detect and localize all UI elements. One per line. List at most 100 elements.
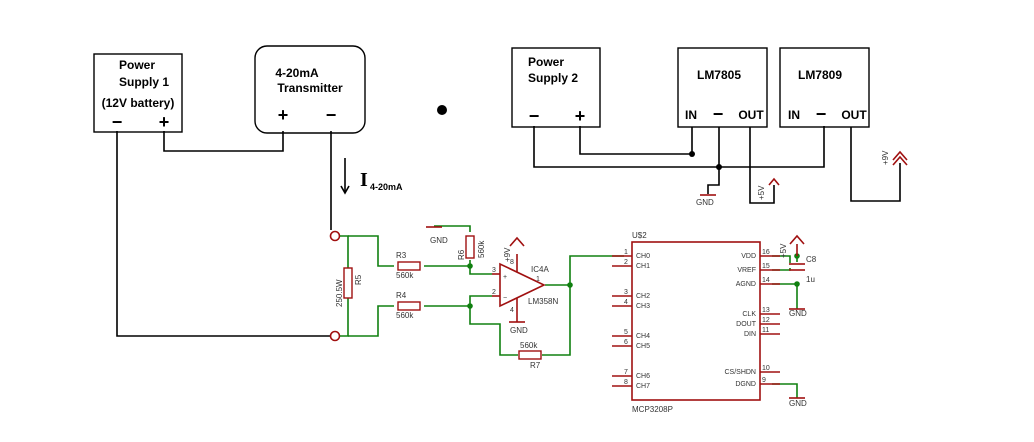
gnd-symbol-7805: GND — [696, 194, 716, 207]
adc-pin-num: 12 — [762, 317, 770, 324]
adc-pin-num: 8 — [624, 379, 628, 386]
adc-pin-name: CH1 — [636, 263, 650, 270]
transmitter-plus-sign: + — [278, 105, 289, 125]
adc-pin-num: 15 — [762, 263, 770, 270]
power-supply-1-block: Power Supply 1 (12V battery) − + — [93, 53, 183, 133]
gnd-label-agnd: GND — [789, 309, 807, 318]
ps1-label-line3: (12V battery) — [102, 96, 175, 110]
opamp-minus-sign: − — [503, 295, 507, 302]
capacitor-c8: C8 1u — [789, 255, 817, 284]
plus5v-symbol-adc: +5V — [779, 234, 805, 258]
adc-pin-name: CH5 — [636, 343, 650, 350]
adc-ref: U$2 — [632, 231, 647, 240]
lm7809-gnd-mark: − — [816, 104, 827, 124]
current-range: 4-20mA — [370, 182, 403, 192]
r3-name: R3 — [396, 251, 407, 260]
opamp-pin-plus: 3 — [492, 267, 496, 274]
opamp-ic4a: + − 3 2 1 8 4 IC4A LM358N — [492, 254, 558, 322]
ps1-plus-sign: + — [159, 112, 170, 132]
adc-pin-num: 16 — [762, 249, 770, 256]
adc-pin-num: 14 — [762, 277, 770, 284]
adc-pin-num: 1 — [624, 249, 628, 256]
adc-pin-num: 6 — [624, 339, 628, 346]
lm7805-label: LM7805 — [697, 68, 741, 82]
green-wires — [348, 225, 800, 398]
adc-part: MCP3208P — [632, 405, 673, 414]
ps1-label-line1: Power — [119, 58, 155, 72]
opamp-plus-sign: + — [503, 274, 507, 281]
lm7809-label: LM7809 — [798, 68, 842, 82]
transmitter-label-line1: 4-20mA — [275, 66, 319, 80]
ps1-minus-sign: − — [112, 112, 123, 132]
adc-pin-name: CH0 — [636, 253, 650, 260]
c8-value: 1u — [806, 275, 815, 284]
r6-value: 560k — [477, 240, 486, 258]
gnd-label-r6: GND — [430, 236, 448, 245]
resistor-r7: 560k R7 — [518, 341, 542, 370]
gnd-label-dgnd: GND — [789, 399, 807, 408]
current-indicator: I 4-20mA — [340, 158, 403, 195]
terminal-bottom — [329, 330, 341, 342]
ps2-label-line2: Supply 2 — [528, 71, 578, 85]
r7-value: 560k — [520, 341, 538, 350]
lm7805-block: LM7805 IN − OUT — [677, 47, 768, 128]
lm7805-out-label: OUT — [738, 108, 764, 122]
adc-pin-name: DGND — [735, 381, 756, 388]
ps2-label-line1: Power — [528, 55, 564, 69]
ps2-plus-sign: + — [575, 106, 586, 126]
ps1-label-line2: Supply 1 — [119, 75, 169, 89]
opamp-pin-minus: 2 — [492, 289, 496, 296]
plus9v-label-7809: +9V — [881, 150, 890, 165]
r3-value: 560k — [396, 271, 414, 280]
transmitter-block: 4-20mA Transmitter + − — [254, 45, 366, 134]
gnd-label-7805: GND — [696, 198, 714, 207]
r6-name: R6 — [457, 249, 466, 260]
resistor-r5: 250.5W R5 — [335, 235, 363, 337]
terminal-top — [329, 230, 341, 242]
plus5v-symbol-7805: +5V — [757, 177, 780, 200]
adc-mcp3208: U$2 MCP3208P 1CH02CH13CH24CH35CH46CH57CH… — [612, 231, 780, 414]
opamp-pin-gnd: 4 — [510, 307, 514, 314]
opamp-part: LM358N — [528, 297, 558, 306]
lm7809-block: LM7809 IN − OUT — [779, 47, 870, 128]
gnd-label-opamp: GND — [510, 326, 528, 335]
adc-pin-num: 7 — [624, 369, 628, 376]
stray-dot — [437, 105, 447, 115]
r5-name: R5 — [354, 274, 363, 285]
adc-pin-num: 9 — [762, 377, 766, 384]
r7-name: R7 — [530, 361, 541, 370]
adc-pin-num: 11 — [762, 327, 769, 334]
r5-value: 250.5W — [335, 279, 344, 307]
adc-right-pins: 16VDD15VREF14AGND13CLK12DOUT11DIN10CS/SH… — [724, 249, 780, 388]
resistor-r3: R3 560k — [396, 251, 421, 280]
adc-pin-num: 10 — [762, 365, 770, 372]
adc-pin-name: VREF — [737, 267, 756, 274]
adc-pin-name: CH2 — [636, 293, 650, 300]
gnd-symbol-adc-agnd: GND — [789, 308, 807, 318]
lm7805-gnd-mark: − — [713, 104, 724, 124]
power-supply-2-block: Power Supply 2 − + — [511, 47, 601, 128]
r4-name: R4 — [396, 291, 407, 300]
adc-pin-name: AGND — [736, 281, 756, 288]
lm7809-in-label: IN — [788, 108, 800, 122]
adc-pin-name: CH3 — [636, 303, 650, 310]
adc-pin-name: CH4 — [636, 333, 650, 340]
transmitter-label-line2: Transmitter — [277, 81, 343, 95]
black-wires — [116, 126, 901, 337]
adc-pin-num: 13 — [762, 307, 770, 314]
resistor-r6: R6 560k — [457, 235, 486, 260]
plus5v-label-adc: +5V — [779, 243, 788, 258]
adc-pin-name: CH6 — [636, 373, 650, 380]
opamp-pin-vcc: 8 — [510, 259, 514, 266]
c8-name: C8 — [806, 255, 817, 264]
gnd-symbol-r6: GND — [426, 226, 448, 245]
gnd-symbol-opamp: GND — [509, 321, 528, 335]
adc-pin-name: DOUT — [736, 321, 757, 328]
plus9v-label-opamp: +9V — [503, 247, 512, 262]
lm7809-out-label: OUT — [841, 108, 867, 122]
plus9v-symbol-7809: +9V — [881, 150, 908, 166]
r4-value: 560k — [396, 311, 414, 320]
adc-pin-name: CH7 — [636, 383, 650, 390]
adc-pin-num: 2 — [624, 259, 628, 266]
